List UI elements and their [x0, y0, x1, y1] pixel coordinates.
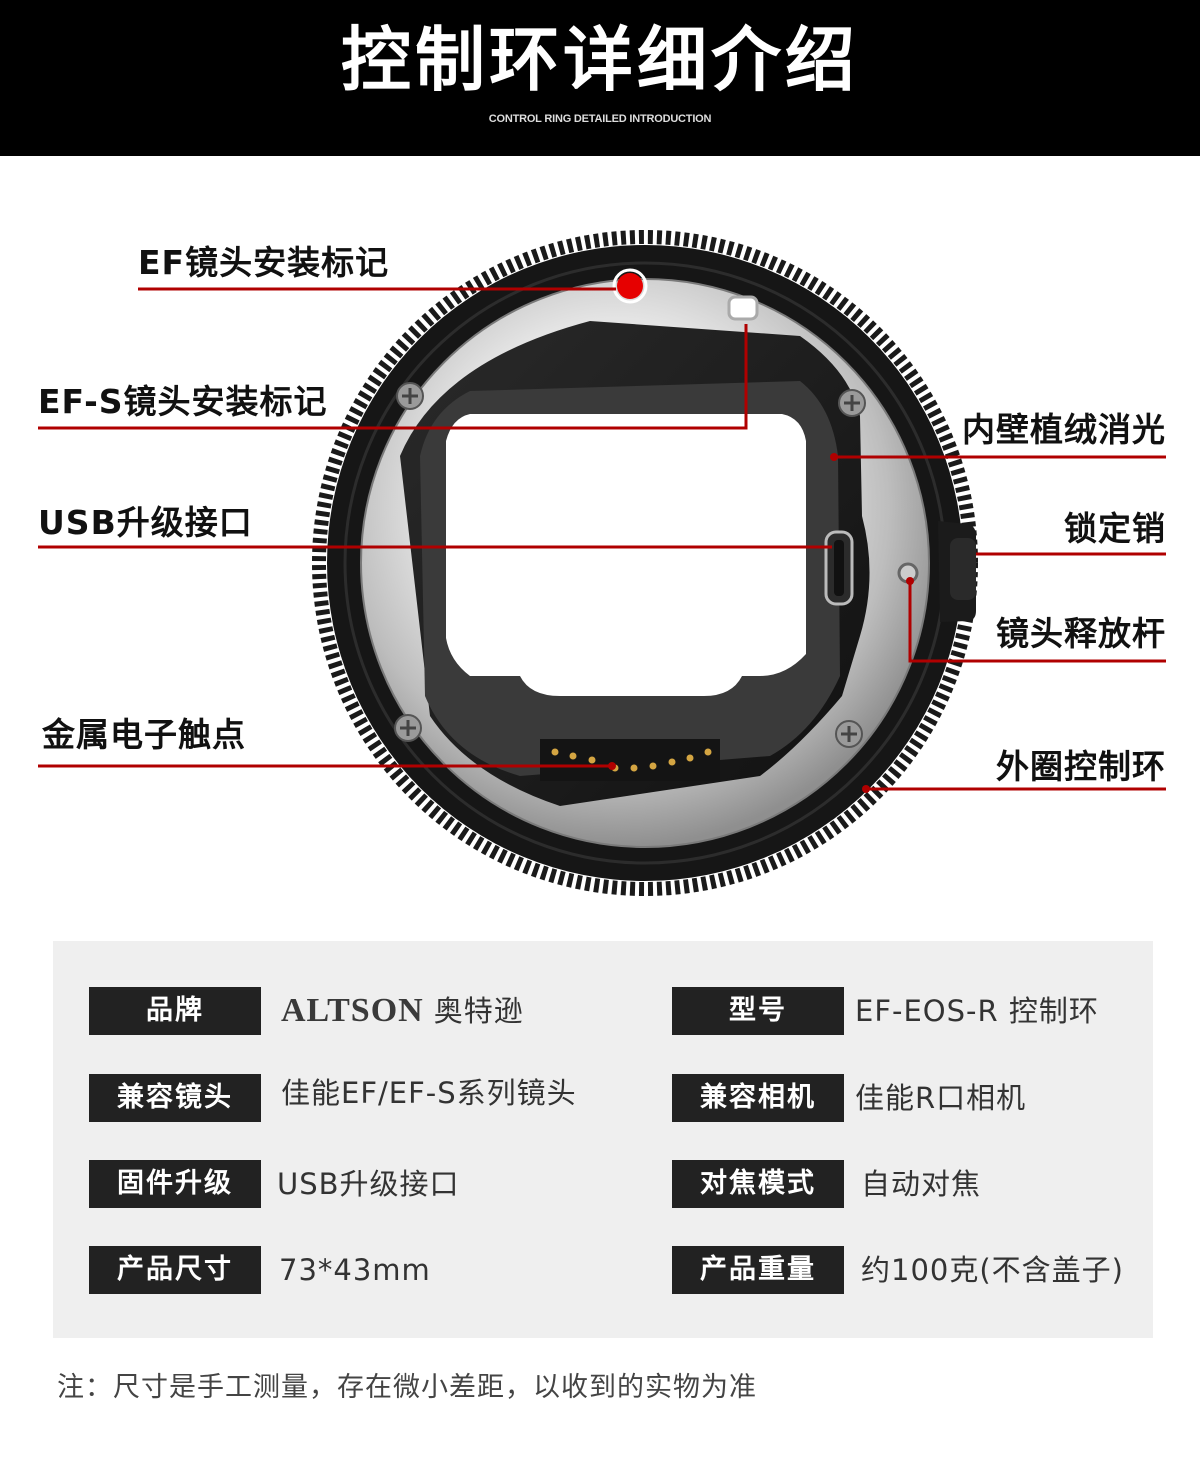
- mount-screw: [838, 389, 866, 417]
- spec-value-brand: ALTSON 奥特逊: [281, 987, 524, 1035]
- spec-value-compatible-camera: 佳能R口相机: [855, 1081, 1027, 1115]
- page-title: 控制环详细介绍: [341, 19, 859, 101]
- spec-value-firmware: USB升级接口: [277, 1167, 460, 1201]
- efs-mark-square: [727, 295, 759, 321]
- callout-efs-mark: EF-S镜头安装标记: [38, 382, 328, 421]
- ef-mark-ring: [612, 268, 648, 304]
- spec-value-focus-mode: 自动对焦: [861, 1167, 982, 1201]
- page-subtitle: CONTROL RING DETAILED INTRODUCTION: [488, 113, 712, 125]
- callout-ef-mark: EF镜头安装标记: [138, 243, 390, 282]
- spec-label-compatible-camera: 兼容相机: [672, 1074, 844, 1122]
- lock-pin-head: [950, 538, 976, 600]
- ef-mark-dot: [617, 273, 643, 299]
- callout-control-ring: 外圈控制环: [996, 747, 1166, 786]
- spec-panel: 品牌 ALTSON 奥特逊 型号 EF-EOS-R 控制环 兼容镜头 佳能EF/E…: [53, 941, 1153, 1338]
- spec-label-size: 产品尺寸: [89, 1246, 261, 1294]
- spec-label-weight: 产品重量: [672, 1246, 844, 1294]
- callout-release-lever: 镜头释放杆: [996, 614, 1166, 653]
- callout-contacts: 金属电子触点: [42, 715, 246, 754]
- mount-screw: [396, 382, 424, 410]
- spec-label-firmware: 固件升级: [89, 1160, 261, 1208]
- leader-efs-mark: [38, 324, 748, 430]
- brand-chinese-name: 奥特逊: [433, 994, 524, 1028]
- spec-label-compatible-lens: 兼容镜头: [89, 1074, 261, 1122]
- spec-value-weight: 约100克(不含盖子): [861, 1253, 1124, 1287]
- mount-screw: [835, 720, 863, 748]
- usb-port-slot: [834, 540, 844, 596]
- spec-label-model: 型号: [672, 987, 844, 1035]
- brand-logo-text: ALTSON: [281, 992, 424, 1029]
- product-diagram: EF镜头安装标记 EF-S镜头安装标记 USB升级接口 金属电子触点 内壁植绒消…: [0, 156, 1200, 936]
- spec-value-model: EF-EOS-R 控制环: [855, 994, 1099, 1028]
- measurement-note: 注：尺寸是手工测量，存在微小差距，以收到的实物为准: [57, 1372, 757, 1403]
- leader-release-lever: [908, 581, 1166, 663]
- callout-usb-port: USB升级接口: [38, 503, 253, 542]
- adapter-illustration: [38, 230, 1166, 896]
- callout-leaders: [38, 287, 1166, 791]
- callout-anchor-dots: [608, 453, 914, 793]
- spec-value-compatible-lens: 佳能EF/EF-S系列镜头: [281, 1076, 577, 1110]
- spec-label-brand: 品牌: [89, 987, 261, 1035]
- contact-block: [540, 739, 720, 781]
- callout-lock-pin: 锁定销: [1064, 509, 1166, 548]
- mount-screw: [394, 714, 422, 742]
- sensor-opening: [446, 414, 806, 696]
- spec-value-size: 73*43mm: [279, 1253, 431, 1287]
- spec-label-focus-mode: 对焦模式: [672, 1160, 844, 1208]
- page-header: 控制环详细介绍 CONTROL RING DETAILED INTRODUCTI…: [0, 0, 1200, 156]
- electronic-contacts: [551, 748, 712, 772]
- callout-flocking: 内壁植绒消光: [962, 410, 1166, 449]
